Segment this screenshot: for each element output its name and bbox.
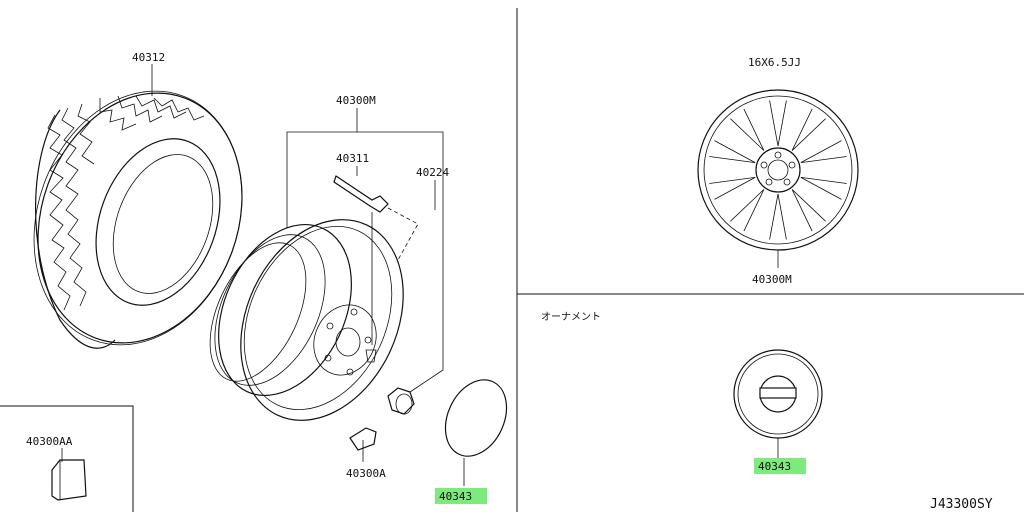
alloy-wheel-drawing: [697, 89, 859, 268]
drawing-code: J43300SY: [930, 497, 993, 512]
label-tire: 40312: [132, 51, 165, 64]
label-balance-weight-inset: 40300AA: [26, 435, 73, 448]
balance-weight-inset-drawing: [51, 459, 87, 501]
ornament-drawing: [733, 349, 823, 458]
label-ornament-cap: 40343: [758, 460, 791, 473]
label-wheel-assy: 40300M: [336, 94, 376, 107]
steel-wheel-drawing: [209, 219, 404, 421]
leader-lines: [61, 64, 465, 486]
wheel-spoke: [800, 177, 847, 200]
center-cap-drawing: [444, 379, 508, 457]
label-nut: 40224: [416, 166, 449, 179]
wheel-spoke: [800, 140, 847, 163]
label-alloy-wheel: 40300M: [752, 273, 792, 286]
wheel-spoke: [730, 189, 765, 232]
wheel-spoke: [769, 193, 787, 240]
label-center-cap: 40343: [439, 490, 472, 503]
label-center-cap-highlight: [435, 488, 487, 504]
label-wheel-size: 16X6.5JJ: [748, 56, 801, 69]
tire-drawing: [33, 90, 243, 349]
panel-dividers: [0, 8, 1024, 512]
wheel-spoke: [709, 140, 756, 163]
label-valve: 40311: [336, 152, 369, 165]
nut-drawing: [387, 387, 415, 415]
wheel-spoke: [791, 108, 826, 151]
wheel-spoke: [769, 100, 787, 147]
wheel-spoke: [730, 108, 765, 151]
balance-weight-drawing: [349, 427, 377, 451]
wheel-spoke: [709, 177, 756, 200]
ornament-section-title: オーナメント: [541, 311, 601, 323]
wheel-spoke: [791, 189, 826, 232]
label-balance-weight: 40300A: [346, 467, 386, 480]
label-ornament-cap-highlight: [754, 458, 806, 474]
valve-drawing: [333, 175, 389, 363]
